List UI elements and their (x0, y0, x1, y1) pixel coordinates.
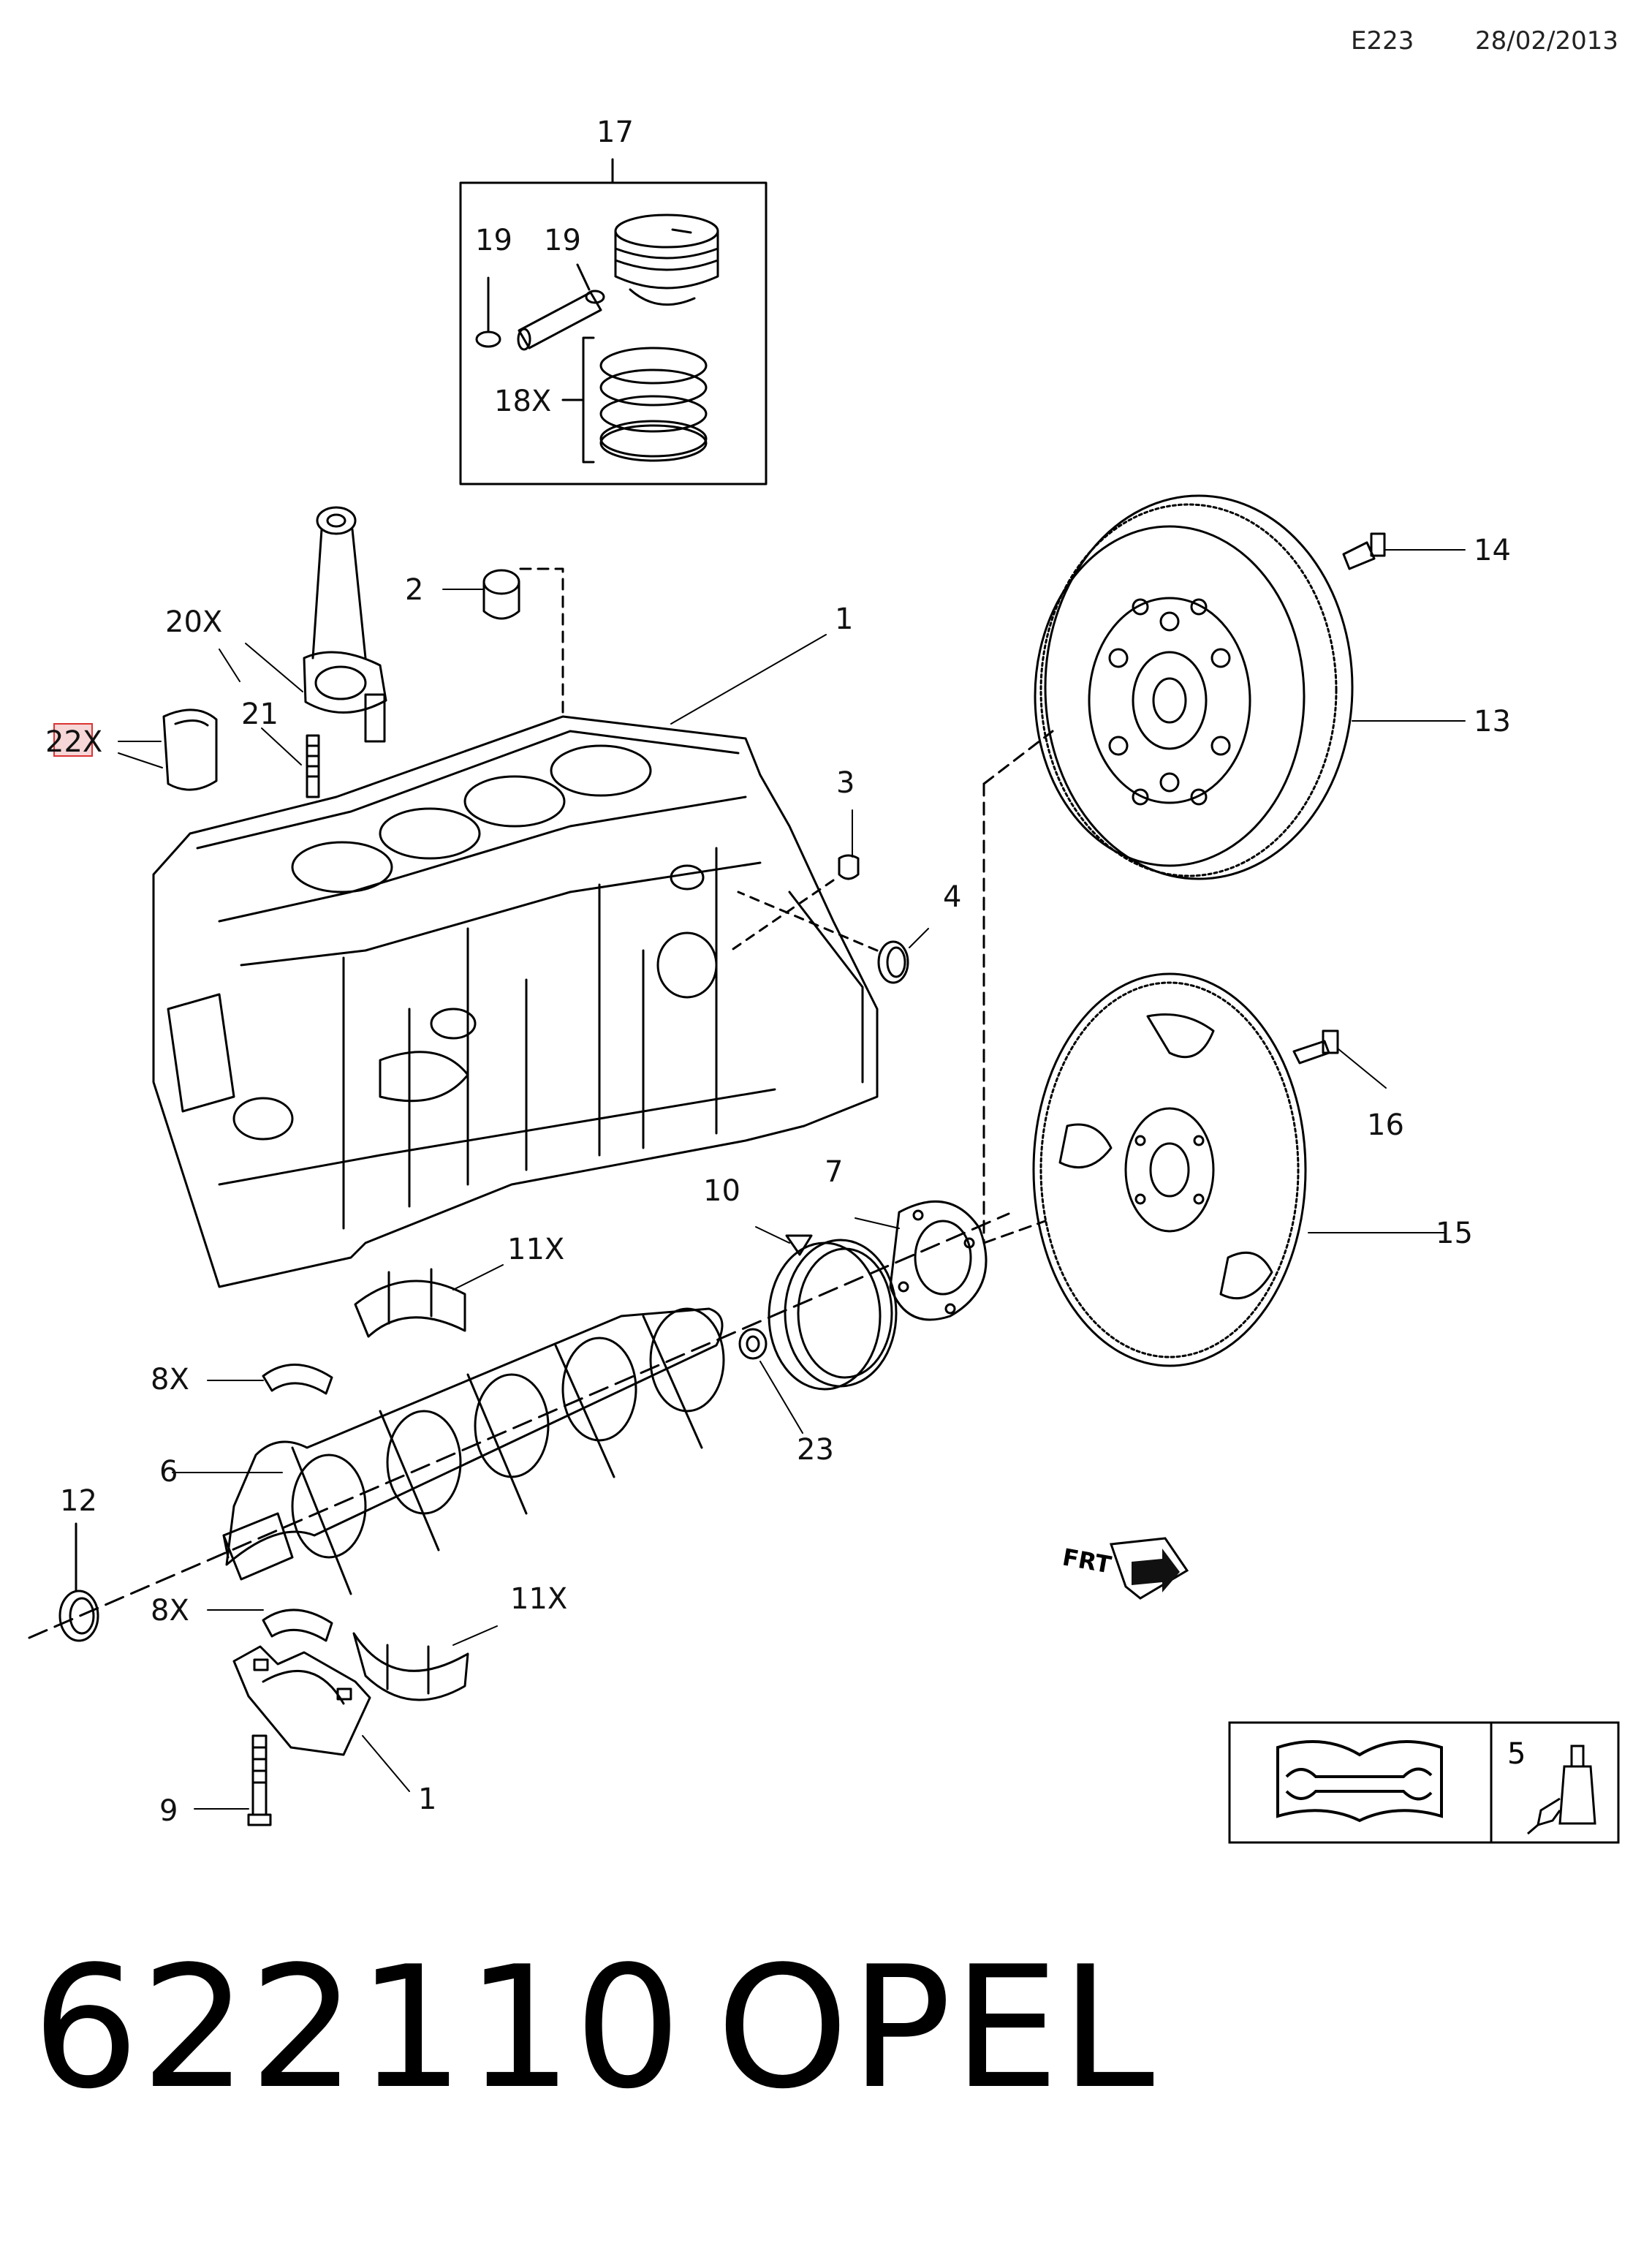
callout-8x-upper: 8X (151, 1363, 189, 1396)
callout-11x-upper: 11X (507, 1233, 564, 1266)
manual-wrench-icon (1276, 1740, 1443, 1823)
callout-1-block: 1 (835, 602, 853, 636)
piston-kit-box (459, 158, 768, 485)
circlip-icon (585, 290, 605, 304)
callout-11x-lower: 11X (510, 1582, 567, 1616)
callout-8x-lower: 8X (151, 1594, 189, 1628)
thrust-washer-icon (262, 1609, 333, 1642)
callout-15: 15 (1436, 1217, 1473, 1250)
expansion-plug-icon (482, 569, 520, 620)
callout-3: 3 (836, 766, 855, 800)
callout-14: 14 (1474, 534, 1511, 567)
flexplate-bolt-icon (1292, 1029, 1339, 1065)
callout-16: 16 (1367, 1108, 1404, 1142)
callout-12: 12 (60, 1484, 97, 1518)
front-crank-seal-icon (58, 1522, 99, 1642)
piston-rings-icon (599, 347, 708, 462)
front-arrow-icon: FRT (1061, 1537, 1189, 1600)
leader-lines (118, 549, 1466, 1810)
seal-retainer-icon (889, 1200, 988, 1321)
rod-bearing-shell-icon (162, 708, 218, 791)
piston-pin-icon (517, 291, 602, 351)
legend-item-5: 5 (1507, 1737, 1526, 1771)
flywheel-bolt-icon (1342, 532, 1386, 570)
front-marker-text: FRT (1061, 1543, 1114, 1579)
flexplate-icon (1032, 972, 1307, 1367)
callout-2: 2 (405, 573, 423, 607)
callout-7: 7 (825, 1155, 843, 1189)
callout-22x-highlight (53, 723, 93, 757)
connecting-rod-icon (303, 506, 387, 743)
exploded-engine-block-diagram: 17 19 19 18X 2 1 20X 21 22X 3 4 14 13 16… (28, 116, 1620, 1844)
callout-22x: 22X (45, 725, 102, 759)
callout-labels: 17 19 19 18X 2 1 20X 21 22X 3 4 14 13 16… (45, 116, 1511, 1828)
callout-19a: 19 (475, 224, 512, 257)
callout-13: 13 (1474, 705, 1511, 738)
cam-seal-icon (877, 940, 909, 984)
circlip-icon (475, 330, 501, 348)
thrust-washer-icon (262, 1364, 333, 1395)
part-number: 622110 (32, 1931, 683, 2126)
cap-bolt-icon (247, 1734, 272, 1826)
callout-1-cap: 1 (418, 1783, 436, 1816)
callout-23: 23 (797, 1433, 834, 1467)
brand-name: OPEL (716, 1931, 1156, 2126)
main-bearing-cap-icon (232, 1645, 371, 1756)
diagram-date: 28/02/2013 (1475, 26, 1618, 56)
pilot-bearing-icon (738, 1328, 768, 1360)
callout-10: 10 (703, 1174, 740, 1208)
engine-block-icon (152, 715, 879, 1288)
callout-19b: 19 (544, 224, 581, 257)
callout-18x: 18X (494, 385, 551, 418)
dual-mass-flywheel-icon (1034, 494, 1354, 880)
rear-main-seal-icon (768, 1234, 898, 1391)
legend-box: 5 (1228, 1721, 1620, 1844)
callout-4: 4 (943, 880, 961, 914)
callout-21: 21 (241, 698, 279, 731)
oil-plug-icon (838, 854, 860, 880)
crankshaft-icon (222, 1307, 725, 1595)
callout-9: 9 (159, 1794, 178, 1828)
lower-main-bearing-icon (352, 1632, 469, 1701)
callout-20x: 20X (165, 605, 222, 639)
sealant-tube-icon (1527, 1745, 1596, 1835)
callout-6: 6 (159, 1455, 178, 1489)
callout-22x-group: 22X (45, 723, 102, 759)
upper-main-bearing-icon (354, 1268, 466, 1338)
diagram-code: E223 (1351, 26, 1414, 56)
piston-icon (614, 213, 719, 306)
rod-bolt-icon (306, 734, 320, 798)
callout-17: 17 (596, 116, 634, 149)
